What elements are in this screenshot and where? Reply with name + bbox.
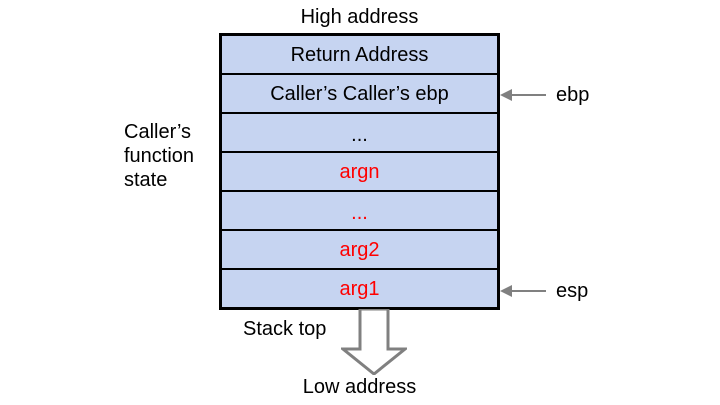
stack-cell-label: ...	[351, 201, 368, 224]
stack-cell-callers-callers-ebp: Caller’s Caller’s ebp	[222, 75, 497, 114]
ebp-pointer-annotation: ebp	[500, 84, 589, 106]
stack-box: Return Address Caller’s Caller’s ebp ...…	[219, 33, 500, 310]
esp-pointer-annotation: esp	[500, 280, 588, 302]
stack-cell-ellipsis-lower: ...	[222, 192, 497, 231]
stack-cell-label: Return Address	[290, 43, 429, 66]
esp-pointer-label: esp	[556, 279, 589, 302]
stack-top-label: Stack top	[243, 318, 327, 340]
stack-cell-return-address: Return Address	[222, 36, 497, 75]
arrow-left-icon	[500, 285, 546, 297]
caller-function-state-label: Caller’s function state	[124, 121, 195, 191]
stack-cell-label: arg2	[339, 238, 380, 261]
stack-cell-label: ...	[351, 123, 368, 146]
arrow-left-icon	[500, 89, 546, 101]
ebp-pointer-label: ebp	[556, 83, 590, 106]
block-arrow-down-icon	[341, 309, 407, 375]
stack-cell-arg1: arg1	[222, 270, 497, 307]
high-address-label: High address	[300, 6, 419, 28]
stack-cell-label: Caller’s Caller’s ebp	[270, 82, 449, 105]
stack-cell-label: arg1	[339, 277, 380, 300]
stack-cell-argn: argn	[222, 153, 497, 192]
stack-cell-ellipsis-upper: ...	[222, 114, 497, 153]
low-address-label: Low address	[302, 376, 417, 398]
stack-cell-arg2: arg2	[222, 231, 497, 270]
stack-cell-label: argn	[339, 160, 380, 183]
